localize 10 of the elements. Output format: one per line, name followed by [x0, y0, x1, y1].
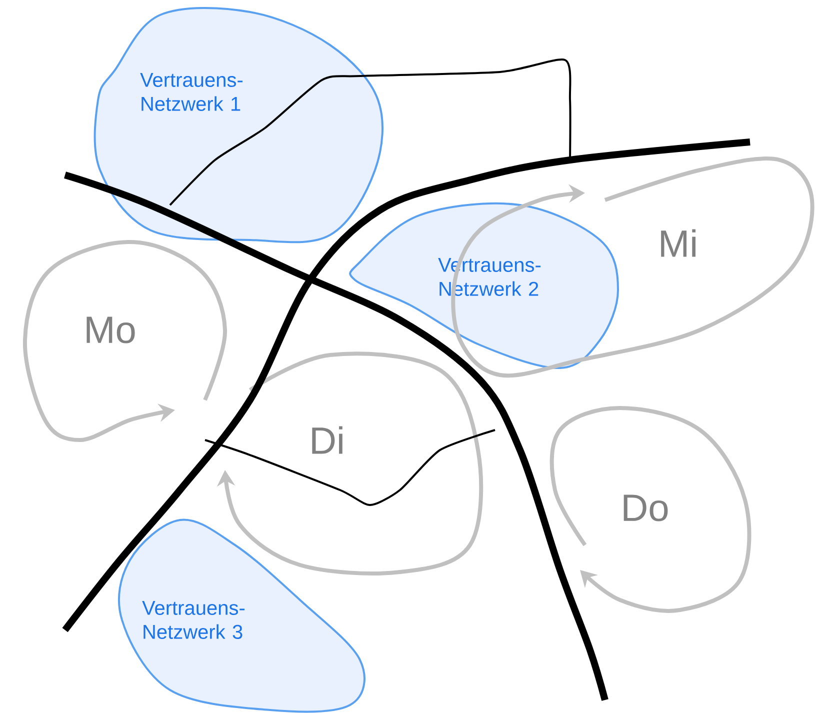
network-blob: Vertrauens- Netzwerk 1: [94, 7, 384, 244]
network-blob: Vertrauens- Netzwerk 2: [349, 202, 619, 369]
node-label: Di: [312, 426, 342, 454]
node-label: Do: [624, 494, 668, 522]
network-blob: Vertrauens- Netzwerk 3: [118, 518, 366, 713]
node-label: Mo: [86, 316, 135, 344]
node-label: Mi: [661, 229, 696, 257]
cycle-loop: Do: [550, 406, 752, 613]
cycle-loop: Mo: [23, 240, 227, 442]
cycle-loop: Di: [216, 352, 484, 576]
